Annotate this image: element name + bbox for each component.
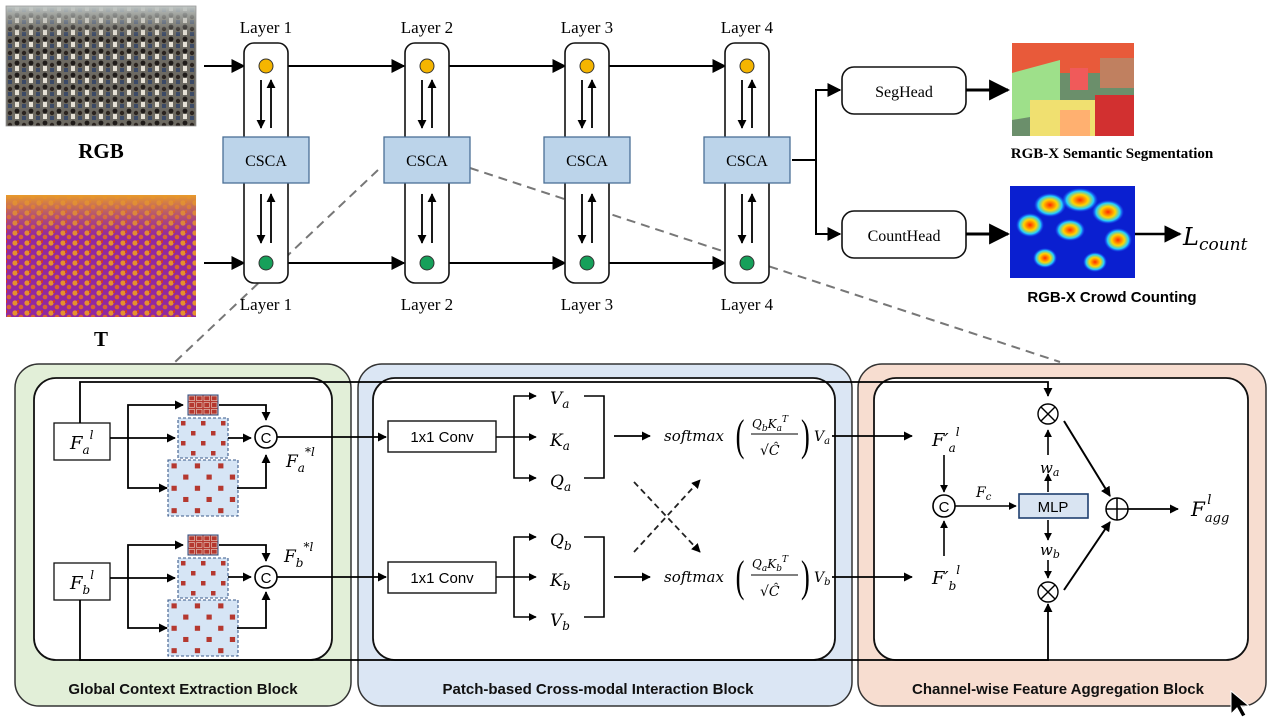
- wa-label: wa: [1040, 459, 1059, 479]
- layer-label-top: Layer 3: [561, 18, 613, 37]
- svg-text:): ): [801, 552, 810, 601]
- cfa-fa-label: F′al: [931, 425, 960, 455]
- gce-title: Global Context Extraction Block: [68, 681, 298, 698]
- layer-label-bottom: Layer 3: [561, 295, 613, 314]
- layer-label-top: Layer 4: [721, 18, 774, 37]
- qkv-label-bottom: Vb: [550, 611, 570, 633]
- pooling-grid: [187, 394, 219, 416]
- loss-count: Lcount: [1182, 223, 1248, 255]
- svg-text:softmax: softmax: [664, 427, 724, 445]
- pci-title: Patch-based Cross-modal Interaction Bloc…: [443, 681, 755, 698]
- pooling-grid: [177, 557, 229, 599]
- thermal-feature-dot: [258, 255, 274, 271]
- fc-label: Fc: [975, 485, 992, 503]
- qkv-label-bottom: Qb: [550, 531, 572, 553]
- t-label: T: [94, 327, 108, 351]
- csca-label: CSCA: [566, 153, 608, 170]
- thermal-feature-dot: [739, 255, 755, 271]
- rgb-crowd-image: [5, 5, 197, 127]
- cfa-title: Channel-wise Feature Aggregation Block: [912, 681, 1205, 698]
- rgb-feature-dot: [579, 58, 595, 74]
- svg-text:√Ĉ: √Ĉ: [760, 441, 780, 459]
- svg-text:C: C: [261, 570, 272, 587]
- rgb-label: RGB: [78, 139, 124, 163]
- qkv-label-top: Qa: [550, 472, 571, 494]
- fa-star-label: Fa*l: [285, 445, 315, 475]
- fa-input-label: Fal: [69, 428, 94, 457]
- layer-label-bottom: Layer 4: [721, 295, 774, 314]
- rgb-feature-dot: [739, 58, 755, 74]
- rgb-feature-dot: [258, 58, 274, 74]
- svg-text:C: C: [939, 499, 950, 516]
- svg-text:QaKbT: QaKbT: [752, 555, 789, 574]
- rgb-feature-dot: [419, 58, 435, 74]
- pooling-grid: [187, 534, 219, 556]
- counthead-label: CountHead: [868, 228, 941, 245]
- layer-label-top: Layer 2: [401, 18, 453, 37]
- qkv-label-top: Ka: [549, 431, 570, 453]
- conv-label-bottom: 1x1 Conv: [410, 570, 474, 587]
- csca-box: [222, 136, 310, 184]
- csca-label: CSCA: [726, 153, 768, 170]
- layer-column: CSCA: [383, 42, 471, 284]
- mouse-cursor-icon: [1230, 689, 1251, 717]
- density-map-image: [1010, 186, 1135, 278]
- softmax-formula-bottom: softmax ( QaKbT √Ĉ ) Vb: [664, 552, 831, 601]
- mlp-box: [1018, 493, 1089, 519]
- f-agg-label: Faggl: [1190, 493, 1229, 526]
- layer-column: CSCA: [703, 42, 791, 284]
- wb-label: wb: [1040, 541, 1060, 561]
- thermal-crowd-image: [6, 195, 196, 317]
- layer-column: CSCA: [543, 42, 631, 284]
- seghead-label: SegHead: [875, 84, 933, 101]
- pooling-grid: [177, 417, 229, 459]
- svg-text:(: (: [736, 411, 745, 460]
- conv-box-bottom: [387, 561, 497, 594]
- qkv-label-bottom: Kb: [549, 571, 570, 593]
- fa-input-box: [53, 422, 111, 461]
- segmentation-map-image: [1012, 43, 1134, 136]
- softmax-formula-top: softmax ( QbKaT √Ĉ ) Va: [664, 411, 830, 460]
- qkv-label-top: Va: [550, 389, 569, 411]
- layer-label-top: Layer 1: [240, 18, 292, 37]
- layer-label-bottom: Layer 1: [240, 295, 292, 314]
- thermal-feature-dot: [579, 255, 595, 271]
- layer-label-bottom: Layer 2: [401, 295, 453, 314]
- count-title: RGB-X Crowd Counting: [1027, 289, 1196, 306]
- mlp-label: MLP: [1038, 499, 1069, 516]
- conv-box-top: [387, 420, 497, 453]
- csca-label: CSCA: [245, 153, 287, 170]
- svg-text:(: (: [736, 552, 745, 601]
- conv-label-top: 1x1 Conv: [410, 429, 474, 446]
- fb-input-label: Fbl: [69, 568, 94, 597]
- pooling-grid: [167, 599, 239, 657]
- svg-text:softmax: softmax: [664, 568, 724, 586]
- csca-label: CSCA: [406, 153, 448, 170]
- pooling-grid: [167, 459, 239, 517]
- layer-column: CSCA: [222, 42, 310, 284]
- svg-text:): ): [801, 411, 810, 460]
- svg-text:√Ĉ: √Ĉ: [760, 582, 780, 600]
- seg-title: RGB-X Semantic Segmentation: [1011, 146, 1214, 162]
- csca-box: [543, 136, 631, 184]
- csca-box: [383, 136, 471, 184]
- thermal-feature-dot: [419, 255, 435, 271]
- fb-input-box: [53, 562, 111, 601]
- cfa-fb-label: F′bl: [931, 563, 960, 593]
- svg-text:C: C: [261, 430, 272, 447]
- svg-text:Va: Va: [814, 429, 830, 447]
- svg-text:QbKaT: QbKaT: [752, 415, 789, 434]
- fb-star-label: Fb*l: [283, 540, 313, 570]
- csca-box: [703, 136, 791, 184]
- svg-text:Vb: Vb: [814, 570, 831, 588]
